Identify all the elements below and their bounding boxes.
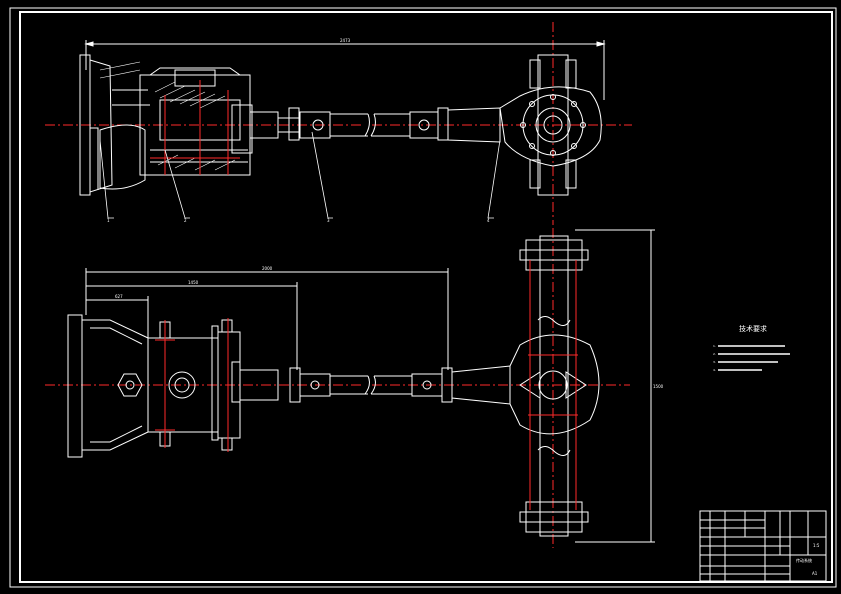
- gearbox-red-details: [150, 80, 240, 175]
- leader-label-2: 2: [184, 218, 187, 223]
- title-block-sheet: A1: [812, 571, 818, 576]
- top-overall-dimension-text: 2473: [340, 38, 351, 43]
- bottom-dimension-2-text: 1450: [188, 280, 199, 285]
- requirement-4: 4.: [713, 368, 716, 372]
- leader-label-4: 4: [487, 218, 490, 223]
- leader-label-3: 3: [327, 218, 330, 223]
- leader-label-1: 1: [107, 218, 110, 223]
- bottom-centerlines: [45, 228, 630, 548]
- requirement-3: 3.: [713, 360, 716, 364]
- requirement-1: 1.: [713, 344, 716, 348]
- bottom-gearbox-red-marks: [155, 318, 229, 452]
- top-overall-dimension: [84, 40, 606, 100]
- title-block: [699, 510, 827, 582]
- requirement-2: 2.: [713, 352, 716, 356]
- title-block-drawing-title: 传动系统: [796, 557, 812, 563]
- title-block-scale: 1:5: [813, 543, 820, 548]
- bottom-overall-dimension-text: 2000: [262, 266, 273, 271]
- gearbox-hatching: [99, 61, 236, 171]
- top-leader-lines: [99, 131, 501, 219]
- bottom-view: 2000 1450 627 1500: [45, 228, 664, 548]
- bottom-axle-red-marks: [528, 260, 578, 510]
- drawing-frame: [9, 7, 837, 588]
- technical-requirements: 技术要求 1. 2. 3. 4.: [713, 324, 790, 372]
- vertical-dimension-text: 1500: [653, 384, 664, 389]
- bottom-gearbox: [147, 319, 279, 451]
- requirements-heading: 技术要求: [739, 324, 767, 333]
- bottom-dimension-3-text: 627: [115, 294, 123, 299]
- bottom-dimensions: [85, 229, 655, 543]
- top-view: 2473: [45, 22, 632, 225]
- top-differential: [499, 54, 602, 196]
- clutch-housing: [79, 54, 150, 196]
